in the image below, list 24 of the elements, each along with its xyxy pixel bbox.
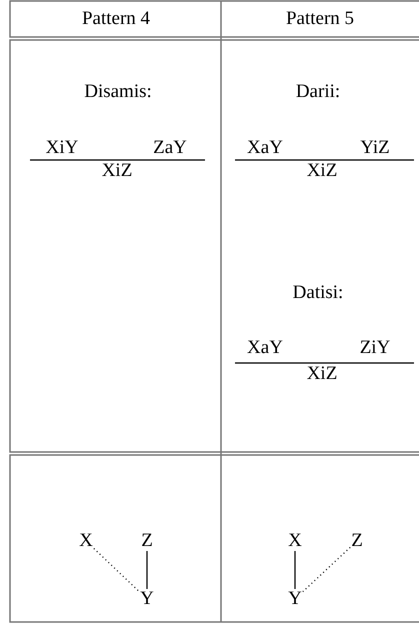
conclusion: XiZ [102, 160, 132, 182]
dotted-line [302, 546, 351, 592]
variable-letter: Y [287, 589, 303, 609]
premise: ZiY [360, 337, 390, 359]
column-header: Pattern 5 [286, 8, 354, 30]
premise: XiY [46, 137, 78, 159]
column-header: Pattern 4 [82, 8, 150, 30]
connector-line [294, 551, 296, 589]
premise: YiZ [360, 137, 390, 159]
premise: XaY [247, 337, 283, 359]
variable-letter: Y [139, 589, 155, 609]
syllogism-name: Darii: [296, 81, 340, 103]
variable-letter: Z [140, 531, 154, 551]
premise: XaY [247, 137, 283, 159]
variable-letter: Z [350, 531, 364, 551]
conclusion: XiZ [306, 160, 338, 182]
syllogism-name: Datisi: [292, 282, 344, 304]
conclusion: XiZ [306, 363, 338, 385]
syllogism-name: Disamis: [84, 81, 152, 103]
premise: ZaY [153, 137, 187, 159]
connector-line [146, 551, 148, 589]
variable-letter: X [78, 531, 94, 551]
variable-letter: X [287, 531, 303, 551]
dotted-line [93, 548, 140, 592]
